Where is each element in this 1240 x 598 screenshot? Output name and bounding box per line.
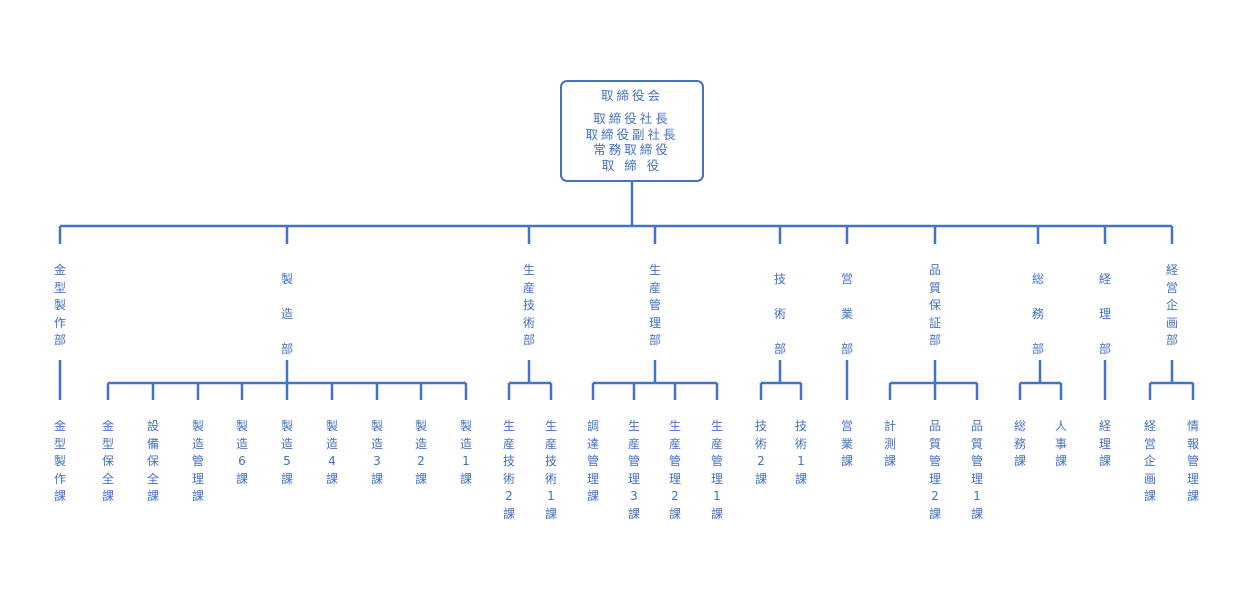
board-member: 常務取締役 xyxy=(593,142,671,157)
dept-gijutsu: 技術部 xyxy=(773,272,786,356)
dept-seisan-kanri: 生産管理部 xyxy=(648,263,661,347)
board-member: 取締役副社長 xyxy=(585,126,679,142)
dept-kanagata-seisaku: 金型製作部 xyxy=(53,263,66,347)
section-label: 設備保全課 xyxy=(146,419,159,503)
section-label: 経理課 xyxy=(1098,419,1111,468)
section-label: 総務課 xyxy=(1013,419,1026,468)
dept-eigyou: 営業部 xyxy=(840,272,853,356)
board-member: 取締役社長 xyxy=(593,111,671,126)
section-label: 金型保全課 xyxy=(101,419,114,503)
section-label: 情報管理課 xyxy=(1186,419,1199,503)
board-member: 取 締 役 xyxy=(601,157,663,173)
dept-keiri: 経理部 xyxy=(1098,272,1111,356)
board-members: 取締役社長 取締役副社長 常務取締役 取 締 役 xyxy=(562,111,702,173)
section-label: 経営企画課 xyxy=(1143,419,1156,503)
section-label: 製造管理課 xyxy=(191,419,204,503)
dept-keiei-kikaku: 経営企画部 xyxy=(1165,263,1178,347)
section-label: 営業課 xyxy=(840,419,853,468)
section-label: 金型製作課 xyxy=(53,419,66,503)
dept-seizou: 製造部 xyxy=(280,272,293,356)
dept-seisan-gijutsu: 生産技術部 xyxy=(522,263,535,347)
dept-soumu: 総務部 xyxy=(1031,272,1044,356)
section-label: 調達管理課 xyxy=(586,419,599,503)
dept-hinshitsu-hoshou: 品質保証部 xyxy=(928,263,941,347)
board-box: 取締役会 取締役社長 取締役副社長 常務取締役 取 締 役 xyxy=(560,80,704,182)
board-title: 取締役会 xyxy=(600,88,663,103)
section-label: 人事課 xyxy=(1054,419,1067,468)
section-label: 計測課 xyxy=(883,419,896,468)
